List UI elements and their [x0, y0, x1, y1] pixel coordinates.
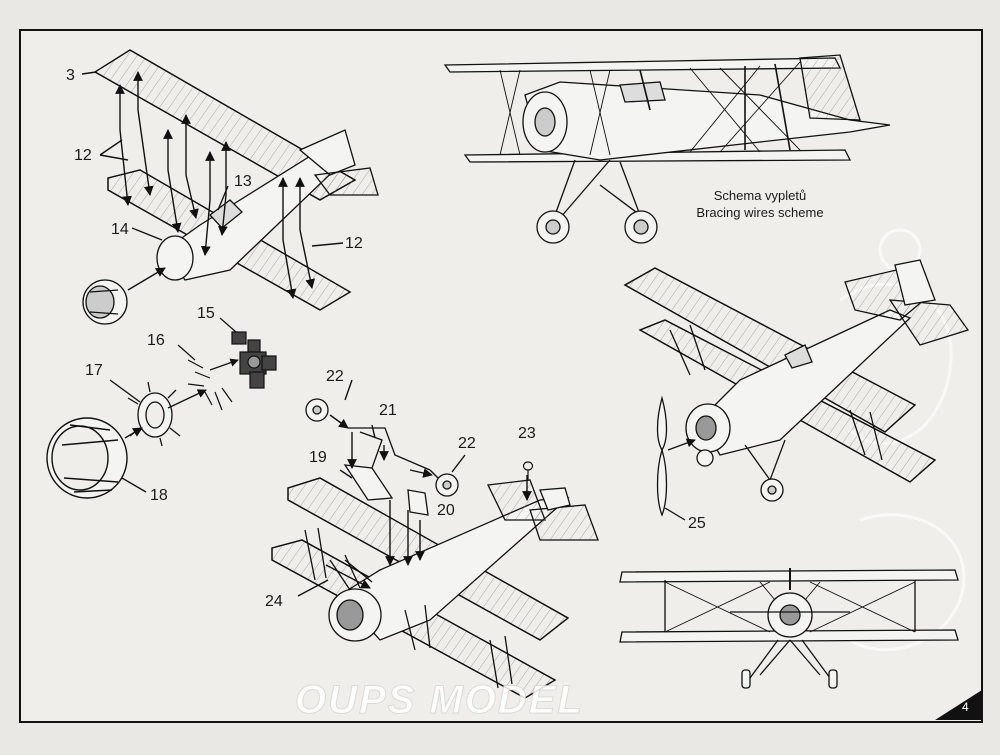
part-label-12-right: 12	[345, 235, 363, 252]
propeller	[656, 395, 696, 521]
part-label-17: 17	[85, 362, 103, 379]
front-bracing-wires	[664, 581, 916, 633]
part-label-22-right: 22	[458, 435, 476, 452]
part-label-22-left: 22	[326, 368, 344, 385]
page-corner-mark	[935, 690, 982, 720]
plane-front-view	[619, 568, 959, 689]
part-label-25: 25	[688, 515, 706, 532]
ring-part	[109, 379, 207, 447]
landing-gear-parts	[305, 398, 459, 516]
plane-three-quarter	[623, 259, 970, 502]
part-label-18: 18	[150, 487, 168, 504]
engine-parts	[231, 331, 277, 389]
part-label-15: 15	[197, 305, 215, 322]
part-label-19: 19	[309, 449, 327, 466]
caption-english: Bracing wires scheme	[696, 205, 824, 220]
caption-czech: Schema vypletů	[713, 188, 807, 203]
plane-exploded-bottom-arrows	[297, 379, 532, 597]
watermark-logo: OUPS MODEL	[295, 678, 584, 723]
bracing-wires	[499, 61, 801, 156]
plane-side-view	[443, 54, 891, 244]
plane-exploded-bottom	[271, 477, 599, 699]
page-number: 4	[962, 700, 969, 714]
exhaust-pipes	[177, 317, 239, 411]
plane-exploded-top-arrows	[81, 71, 344, 299]
hook-part	[522, 461, 534, 480]
part-label-16: 16	[147, 332, 165, 349]
part-label-12-left: 12	[74, 147, 92, 164]
part-label-21: 21	[379, 402, 397, 419]
part-label-24: 24	[265, 593, 283, 610]
part-label-13: 13	[234, 173, 252, 190]
part-label-14: 14	[111, 221, 129, 238]
cowling-large	[46, 417, 147, 499]
part-label-23: 23	[518, 425, 536, 442]
part-label-3: 3	[66, 67, 75, 84]
cowling-upper	[82, 279, 128, 325]
part-label-20: 20	[437, 502, 455, 519]
